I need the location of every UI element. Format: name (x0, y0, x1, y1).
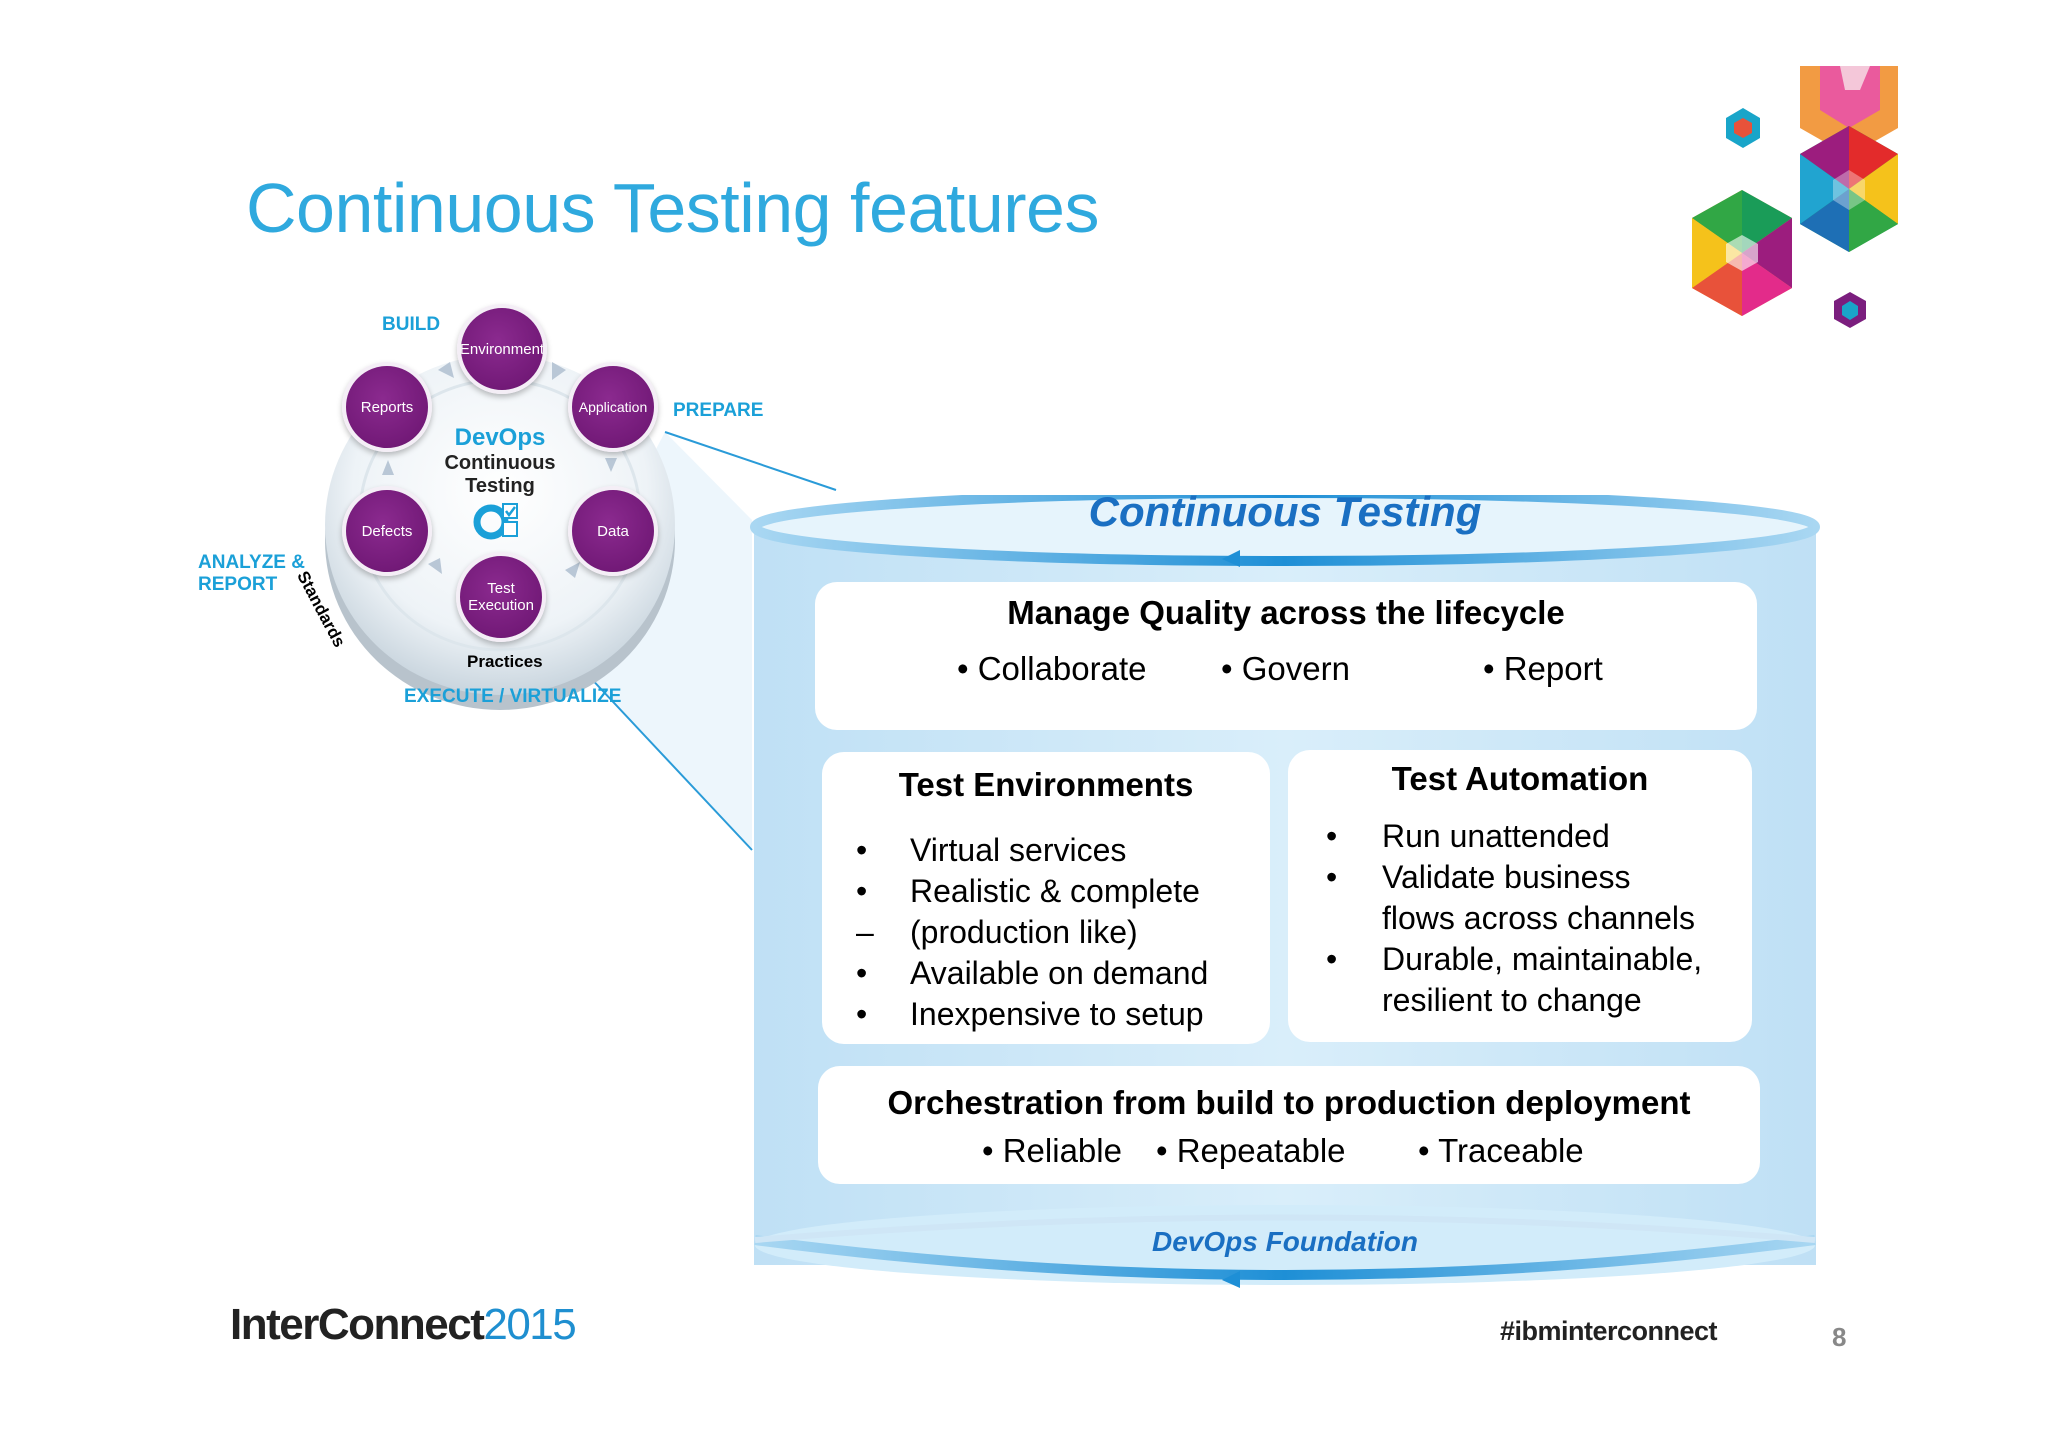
phase-prepare-label: PREPARE (673, 400, 764, 421)
auto-item: •Durable, maintainable, (1326, 941, 1703, 977)
wheel-devops-label: DevOps (454, 424, 546, 451)
phase-report-label: REPORT (198, 574, 278, 595)
slide-title: Continuous Testing features (246, 169, 1100, 247)
auto-item-cont: flows across channels (1382, 900, 1696, 936)
env-item: •Inexpensive to setup (856, 996, 1204, 1032)
wheel-center: DevOps Continuous Testing (420, 424, 580, 549)
orch-item-traceable: • Traceable (1418, 1132, 1584, 1169)
manage-quality-box: Manage Quality across the lifecycle • Co… (815, 582, 1757, 730)
auto-item-cont: resilient to change (1382, 982, 1642, 1018)
wheel-center-line2: Testing (465, 475, 535, 497)
env-item: •Realistic & complete (856, 873, 1200, 909)
manage-quality-heading: Manage Quality across the lifecycle (1007, 594, 1565, 631)
env-item: •Virtual services (856, 832, 1127, 868)
test-automation-box: Test Automation •Run unattended •Validat… (1288, 750, 1752, 1042)
auto-item: •Validate business (1326, 859, 1631, 895)
auto-item: •Run unattended (1326, 818, 1610, 854)
node-data: Data (568, 486, 658, 576)
interconnect-logo: InterConnect2015 (230, 1300, 577, 1349)
rim-practices-label: Practices (467, 652, 543, 671)
phase-build-label: BUILD (382, 314, 441, 335)
test-automation-list: •Run unattended •Validate business flows… (1326, 816, 1702, 1021)
hexagon-art-icon (1692, 66, 1898, 328)
page-number: 8 (1832, 1322, 1847, 1352)
node-environment: Environment (457, 304, 547, 394)
node-application: Application (568, 362, 658, 452)
test-automation-heading: Test Automation (1391, 760, 1649, 797)
test-environments-list: •Virtual services •Realistic & complete … (856, 830, 1208, 1035)
manage-item-report: • Report (1483, 650, 1603, 687)
testing-cycle-icon (473, 503, 518, 540)
orch-item-repeatable: • Repeatable (1156, 1132, 1346, 1169)
manage-item-govern: • Govern (1221, 650, 1350, 687)
env-subitem: –(production like) (856, 914, 1138, 950)
hashtag-label: #ibminterconnect (1500, 1316, 1718, 1346)
orchestration-heading: Orchestration from build to production d… (887, 1084, 1691, 1121)
test-environments-heading: Test Environments (898, 766, 1194, 803)
env-item: •Available on demand (856, 955, 1209, 991)
phase-analyze-label: ANALYZE & (198, 552, 305, 573)
devops-wheel: BUILD PREPARE ANALYZE & REPORT EXECUTE /… (180, 300, 880, 860)
wheel-center-line1: Continuous (444, 452, 556, 474)
phase-execute-label: EXECUTE / VIRTUALIZE (404, 686, 622, 707)
manage-item-collaborate: • Collaborate (957, 650, 1147, 687)
orchestration-box: Orchestration from build to production d… (818, 1066, 1760, 1184)
test-environments-box: Test Environments •Virtual services •Rea… (822, 752, 1270, 1044)
cylinder-bottom-label: DevOps Foundation (1152, 1226, 1418, 1257)
node-reports: Reports (342, 362, 432, 452)
orch-item-reliable: • Reliable (982, 1132, 1122, 1169)
node-defects: Defects (342, 486, 432, 576)
cylinder-top-label: Continuous Testing (1088, 488, 1482, 535)
